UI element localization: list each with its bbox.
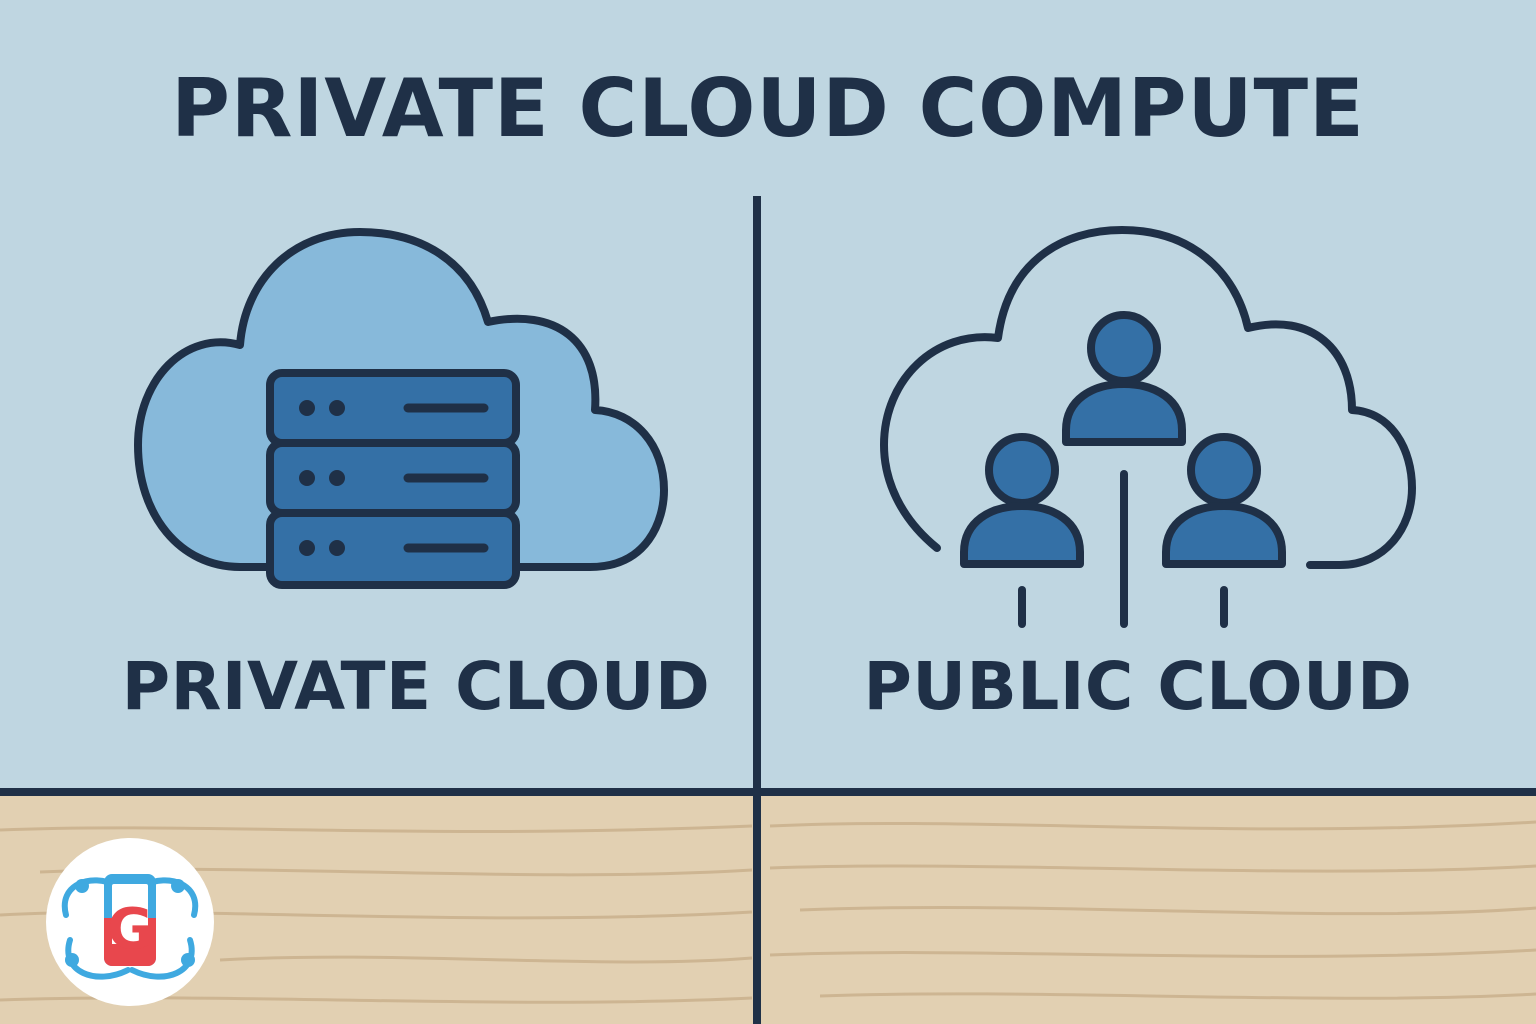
private-cloud-label: PRIVATE CLOUD (121, 648, 711, 725)
wood-floor (0, 788, 1536, 1024)
user-icon-right (1162, 433, 1286, 568)
cloud-outline-public (880, 226, 1416, 569)
user-icon-left (960, 433, 1084, 568)
user-icon-top (1062, 311, 1186, 446)
page-title: PRIVATE CLOUD COMPUTE (171, 62, 1365, 155)
public-cloud-label: PUBLIC CLOUD (863, 648, 1413, 725)
connection-lines (1018, 470, 1228, 628)
users-cloud-icon (880, 226, 1416, 628)
panel-divider (753, 196, 761, 1024)
server-stack-icon (266, 369, 520, 589)
server-cloud-icon (134, 228, 668, 589)
g-phone-logo: G (46, 838, 214, 1006)
logo-letter: G (107, 897, 153, 962)
